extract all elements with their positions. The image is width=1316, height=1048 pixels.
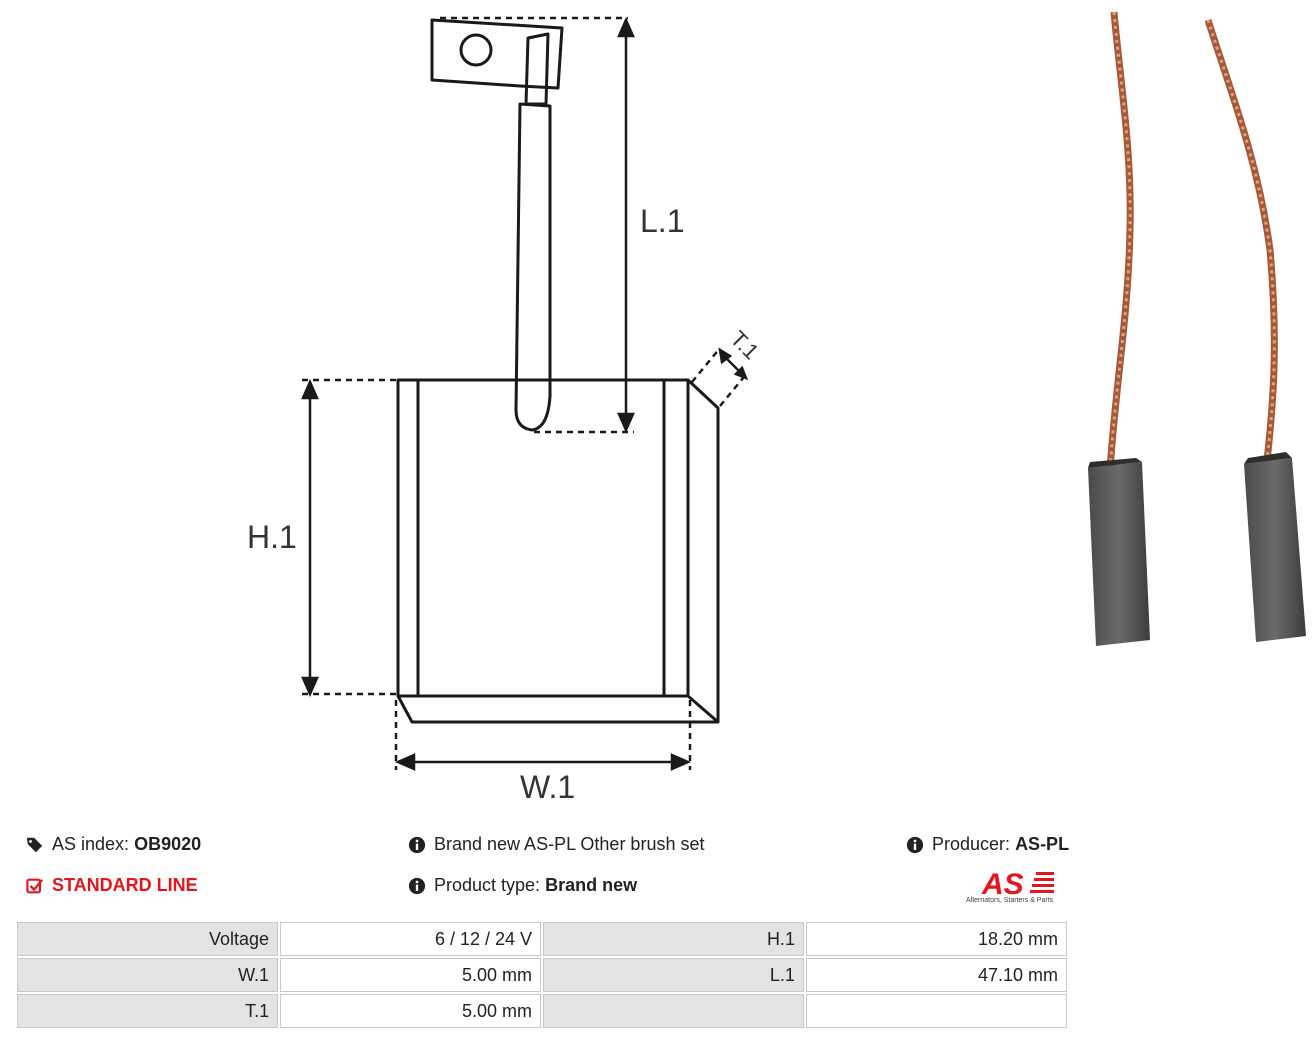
param-label: W.1 bbox=[17, 958, 279, 992]
param-value: 47.10 mm bbox=[805, 958, 1067, 992]
tag-icon bbox=[26, 837, 43, 852]
dimension-label-h1: H.1 bbox=[247, 519, 297, 555]
as-index-value: OB9020 bbox=[134, 834, 202, 854]
as-logo: AS bbox=[981, 868, 1054, 901]
as-index-label: AS index: bbox=[52, 834, 130, 854]
param-label: L.1 bbox=[543, 958, 804, 992]
param-label: Voltage bbox=[17, 922, 279, 956]
param-label bbox=[543, 994, 804, 1028]
param-value: 18.20 mm bbox=[805, 922, 1067, 956]
table-row: T.1 5.00 mm bbox=[17, 994, 1067, 1028]
table-row: Voltage 6 / 12 / 24 V H.1 18.20 mm bbox=[17, 922, 1067, 956]
brand-text: Brand new AS-PL Other brush set bbox=[434, 834, 705, 854]
producer-value: AS-PL bbox=[1015, 834, 1070, 854]
info-circle-icon bbox=[408, 836, 426, 853]
info-circle-icon bbox=[408, 877, 426, 894]
dimension-label-l1: L.1 bbox=[640, 203, 684, 239]
param-label: H.1 bbox=[543, 922, 804, 956]
dimension-label-t1: T.1 bbox=[725, 326, 763, 364]
param-label: T.1 bbox=[17, 994, 279, 1028]
param-value: 5.00 mm bbox=[280, 994, 542, 1028]
standard-line-row: STANDARD LINE bbox=[26, 875, 198, 896]
dimension-label-w1: W.1 bbox=[520, 769, 575, 805]
param-value: 5.00 mm bbox=[280, 958, 542, 992]
info-circle-icon bbox=[906, 836, 924, 853]
standard-line-label: STANDARD LINE bbox=[52, 875, 198, 895]
check-square-icon bbox=[26, 878, 44, 893]
product-type-row: Product type: Brand new bbox=[408, 875, 637, 896]
param-value bbox=[805, 994, 1067, 1028]
as-index-row: AS index: OB9020 bbox=[26, 834, 201, 855]
param-value: 6 / 12 / 24 V bbox=[280, 922, 542, 956]
producer-label: Producer: bbox=[932, 834, 1011, 854]
table-row: W.1 5.00 mm L.1 47.10 mm bbox=[17, 958, 1067, 992]
product-type-label: Product type: bbox=[434, 875, 541, 895]
logo-tagline: Alternators, Starters & Parts bbox=[966, 897, 1054, 904]
logo-mark: AS bbox=[981, 868, 1024, 901]
brand-row: Brand new AS-PL Other brush set bbox=[408, 834, 704, 855]
product-type-value: Brand new bbox=[545, 875, 638, 895]
parameters-table: Voltage 6 / 12 / 24 V H.1 18.20 mm W.1 5… bbox=[15, 920, 1069, 1030]
producer-row: Producer: AS-PL bbox=[906, 834, 1069, 855]
technical-drawing: L.1 H.1 W.1 T.1 bbox=[247, 16, 764, 805]
product-photo bbox=[1088, 11, 1306, 646]
